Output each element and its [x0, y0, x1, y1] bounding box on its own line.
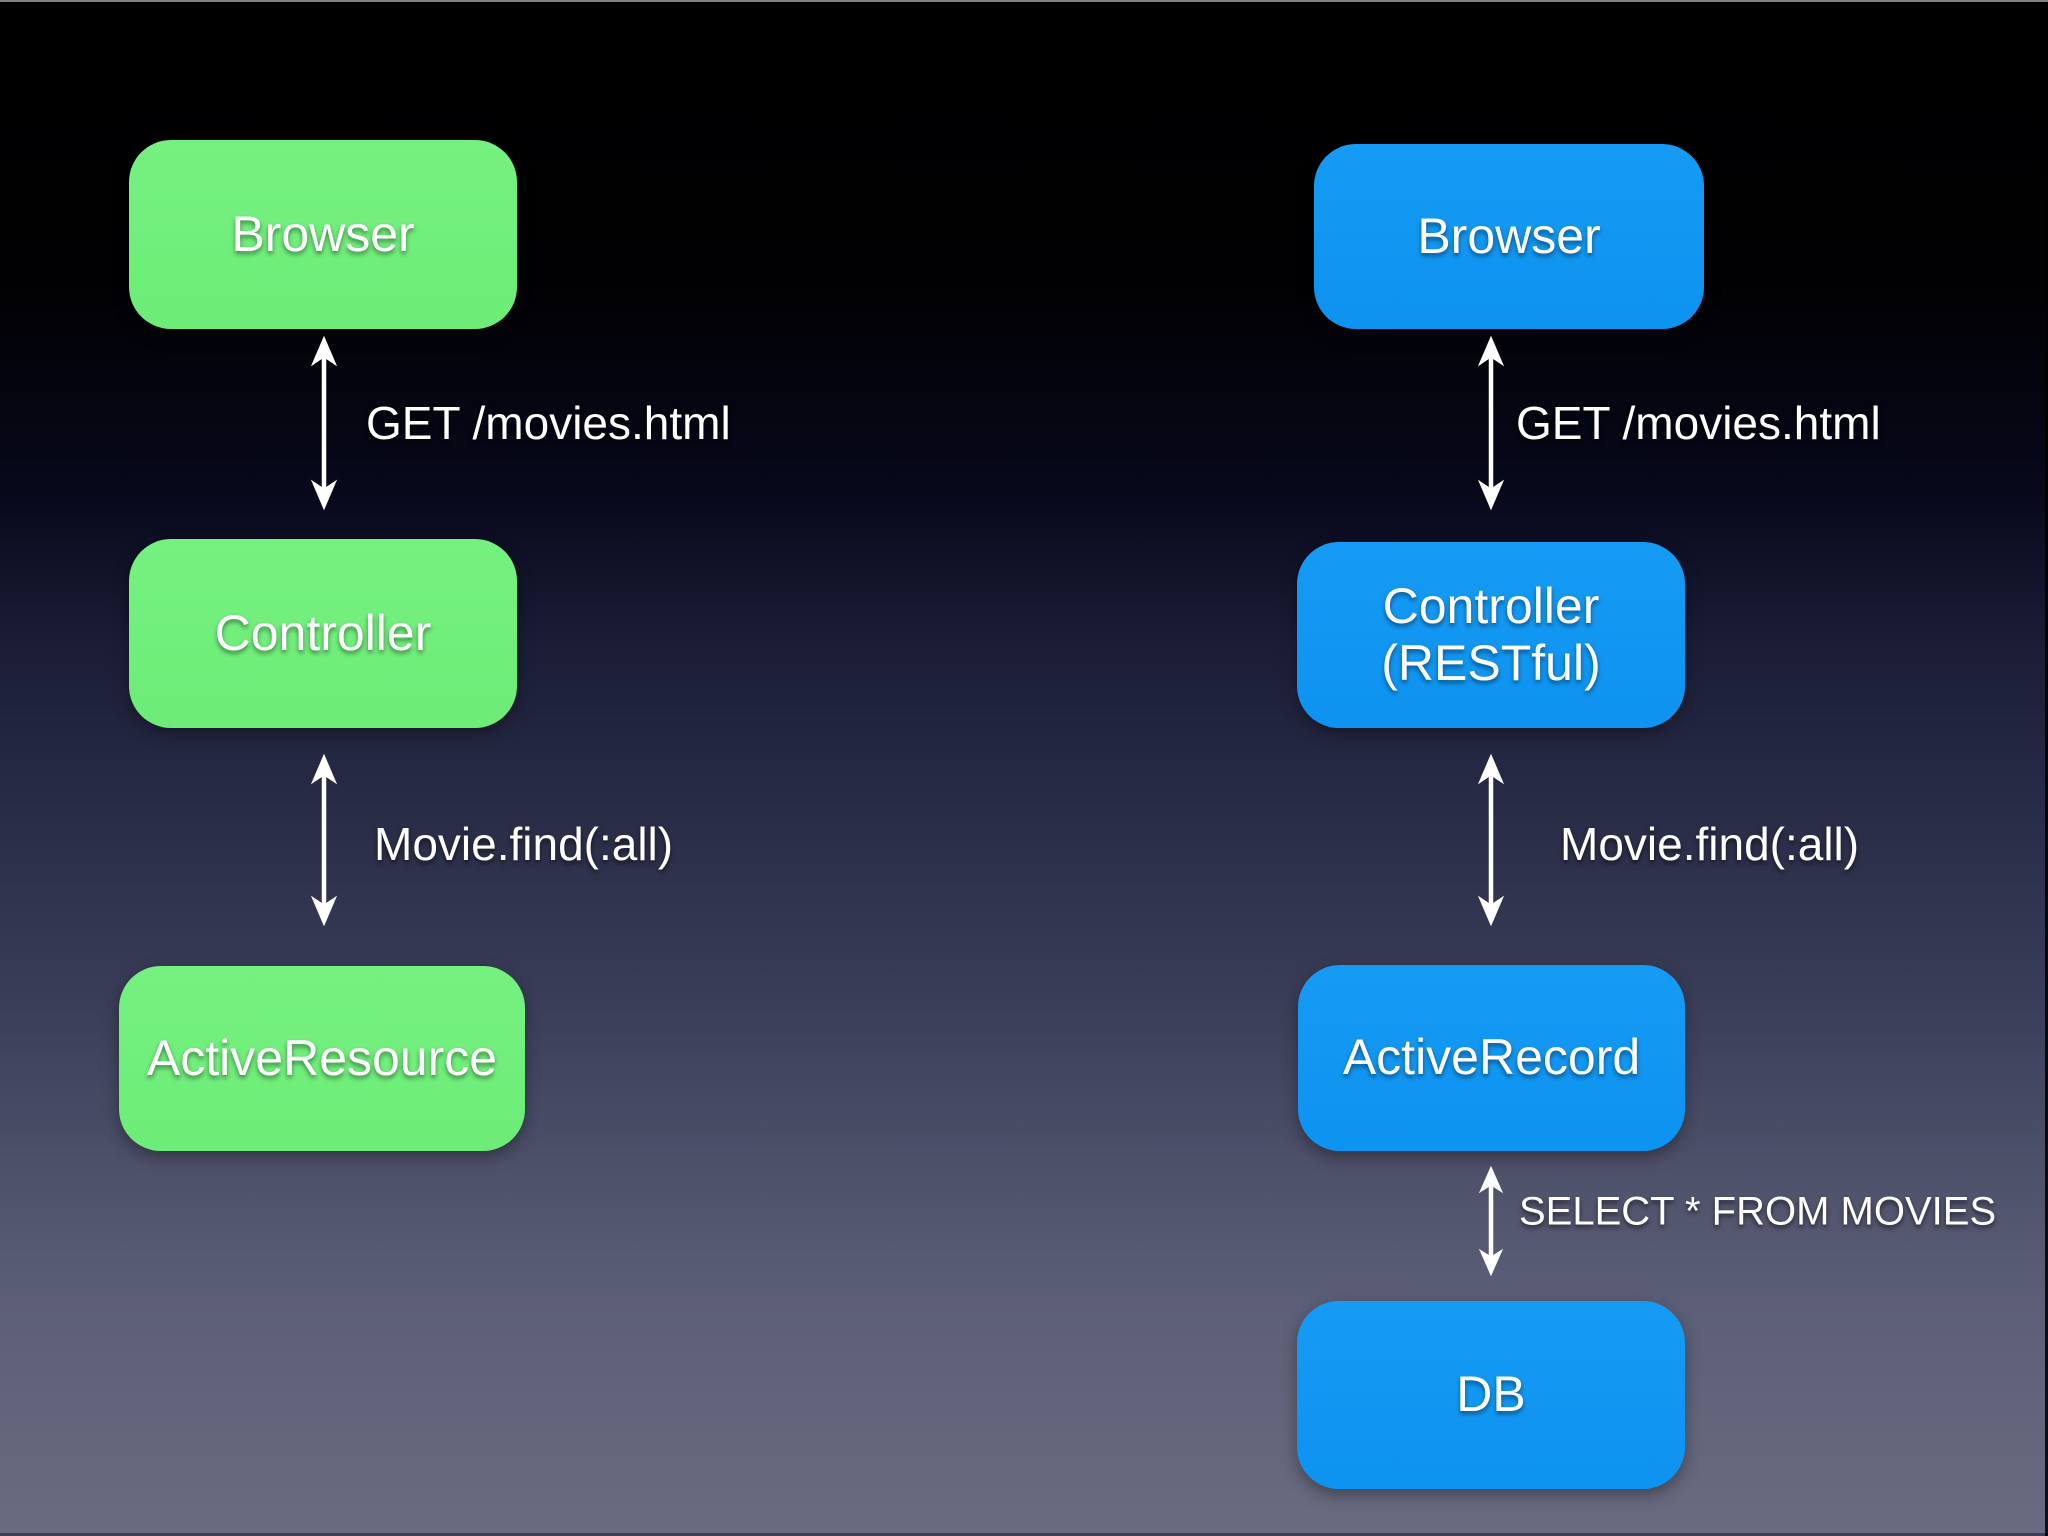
double-arrow-controller-activeresource	[310, 754, 338, 926]
node-db: DB	[1297, 1301, 1685, 1489]
double-arrow-browser-controller-left	[310, 336, 338, 510]
node-browser-right: Browser	[1314, 144, 1704, 329]
double-arrow-activerecord-db	[1478, 1166, 1504, 1276]
node-activerecord: ActiveRecord	[1298, 965, 1685, 1151]
double-arrow-browser-controller-right	[1477, 336, 1505, 510]
edge-label-get-movies-left: GET /movies.html	[366, 396, 731, 449]
edge-label-get-movies-right: GET /movies.html	[1516, 396, 1881, 449]
node-activeresource: ActiveResource	[119, 966, 525, 1151]
node-controller-left: Controller	[129, 539, 517, 728]
edge-label-movie-find-left: Movie.find(:all)	[374, 817, 674, 870]
node-browser-left: Browser	[129, 140, 517, 329]
node-controller-restful: Controller (RESTful)	[1297, 542, 1685, 728]
edge-label-select-from-movies: SELECT * FROM MOVIES	[1519, 1189, 1997, 1234]
edge-label-movie-find-right: Movie.find(:all)	[1560, 817, 1860, 870]
double-arrow-controller-activerecord	[1477, 754, 1505, 926]
